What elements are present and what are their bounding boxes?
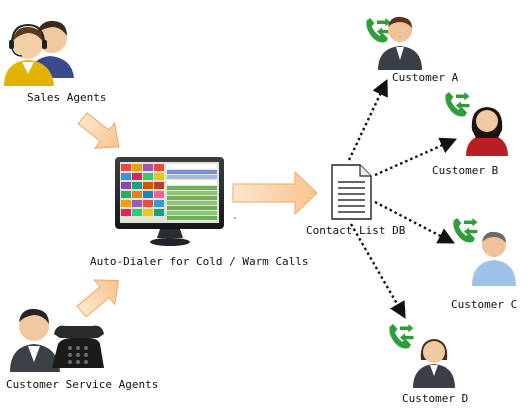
customer-d-label: Customer D <box>402 392 469 405</box>
customer-a-label: Customer A <box>392 71 459 84</box>
computer-monitor-icon <box>115 157 224 246</box>
customer-a-group <box>366 16 422 70</box>
customer-d-group <box>389 324 455 388</box>
contact-list-db-label: Contact List DB <box>306 224 406 237</box>
document-icon <box>331 164 372 220</box>
dotted-arrow-to-customer-c <box>374 200 455 244</box>
dotted-arrow-to-customer-b <box>374 137 458 177</box>
dotted-arrow-to-customer-a <box>347 78 388 161</box>
flow-arrow-dialer-to-db <box>232 170 318 216</box>
headset-agents-icon <box>4 20 74 86</box>
person-icon <box>378 16 422 70</box>
customer-b-label: Customer B <box>432 164 499 177</box>
customer-b-group <box>445 92 508 156</box>
phone-call-icon <box>366 18 391 43</box>
flow-arrow-sales-to-dialer <box>77 112 120 149</box>
stray-dot <box>234 217 236 219</box>
sales-agents-label: Sales Agents <box>27 91 107 104</box>
agent-with-telephone-icon <box>10 308 104 372</box>
dotted-arrow-to-customer-d <box>349 223 406 319</box>
phone-call-icon <box>453 218 478 243</box>
person-icon <box>472 231 516 286</box>
customer-c-group <box>453 218 516 286</box>
customer-c-label: Customer C <box>451 298 518 311</box>
customer-service-agents-label: Customer Service Agents <box>6 378 159 391</box>
phone-call-icon <box>389 324 414 349</box>
flow-arrow-service-to-dialer <box>76 279 119 318</box>
person-icon <box>466 107 508 156</box>
phone-call-icon <box>445 92 470 117</box>
person-icon <box>413 339 455 388</box>
auto-dialer-label: Auto-Dialer for Cold / Warm Calls <box>90 255 309 268</box>
dotted-arrows <box>347 78 458 319</box>
